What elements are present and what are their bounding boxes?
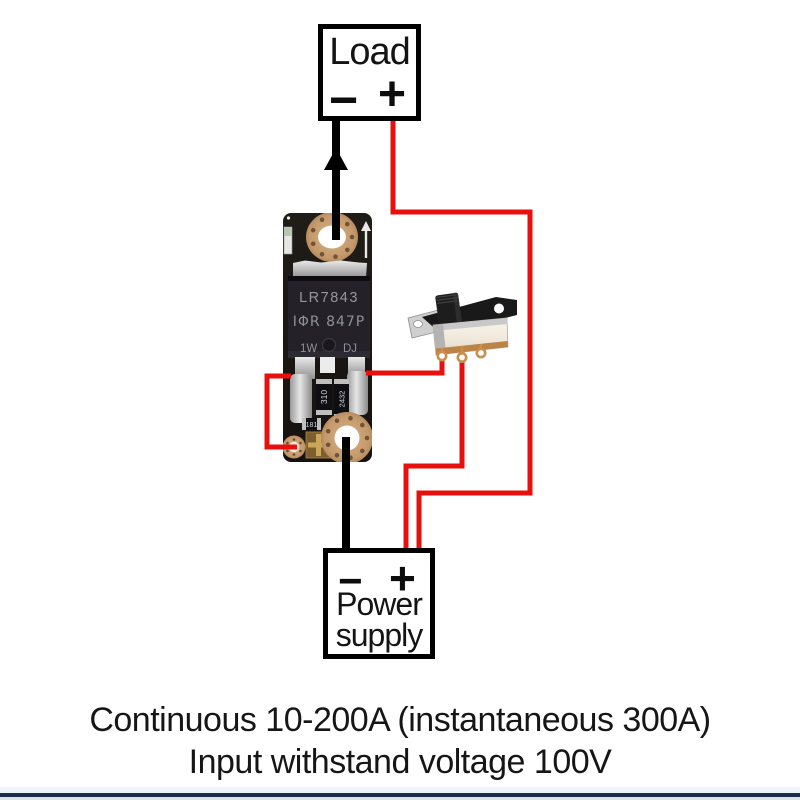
page-edge-strip-gray [0,797,800,800]
chip-lot-right-label: DJ [343,343,357,355]
source-pad [290,374,312,423]
smd-resistor-1: 310 [316,379,332,415]
led-indicator [283,226,293,255]
switch-pins [436,344,487,364]
page-edge-strip-dark [0,793,800,797]
power-supply-box: − + Power supply [323,548,435,659]
fiducial-dot [286,216,291,220]
wire-load-positive-to-power [390,120,533,552]
chip-legs [290,357,368,423]
smd-1-label: 310 [319,390,329,404]
load-box: Load − + [318,24,421,125]
power-title-line2: supply [335,617,424,653]
chip-lot-left-label: 1W [300,343,317,355]
smd-resistor-3: 181 [302,418,321,430]
spec-caption: Continuous 10-200A (instantaneous 300A) … [0,699,800,783]
page-edge-strip-light [0,787,800,793]
load-minus-terminal: − [329,72,359,128]
mosfet-chip: LR7843 IΦR 847P 1W DJ [288,276,370,358]
power-minus-terminal: − [338,557,363,604]
chip-model-label: LR7843 [299,290,359,306]
switch-body [432,317,509,356]
power-plus-terminal: + [389,552,416,604]
wire-module-jumper [264,373,297,450]
smd-2-label: 2432 [338,391,347,408]
solder-tab [293,260,367,278]
current-direction-arrow-icon [324,148,348,170]
spec-caption-line1: Continuous 10-200A (instantaneous 300A) [89,701,711,739]
wire-switch-to-power-positive [403,352,465,552]
load-title: Load [329,31,411,73]
chip-brand-label: IΦR 847P [293,314,366,330]
power-title-line1: Power [336,586,423,622]
spec-caption-line2: Input withstand voltage 100V [188,743,612,781]
gate-pad [347,371,368,415]
chip-dimple [321,337,337,353]
smd-3-label: 181 [306,422,318,429]
load-plus-terminal: + [377,68,406,121]
slide-switch [407,292,517,364]
switch-knob [435,292,462,327]
polarity-arrow-icon [361,221,371,258]
